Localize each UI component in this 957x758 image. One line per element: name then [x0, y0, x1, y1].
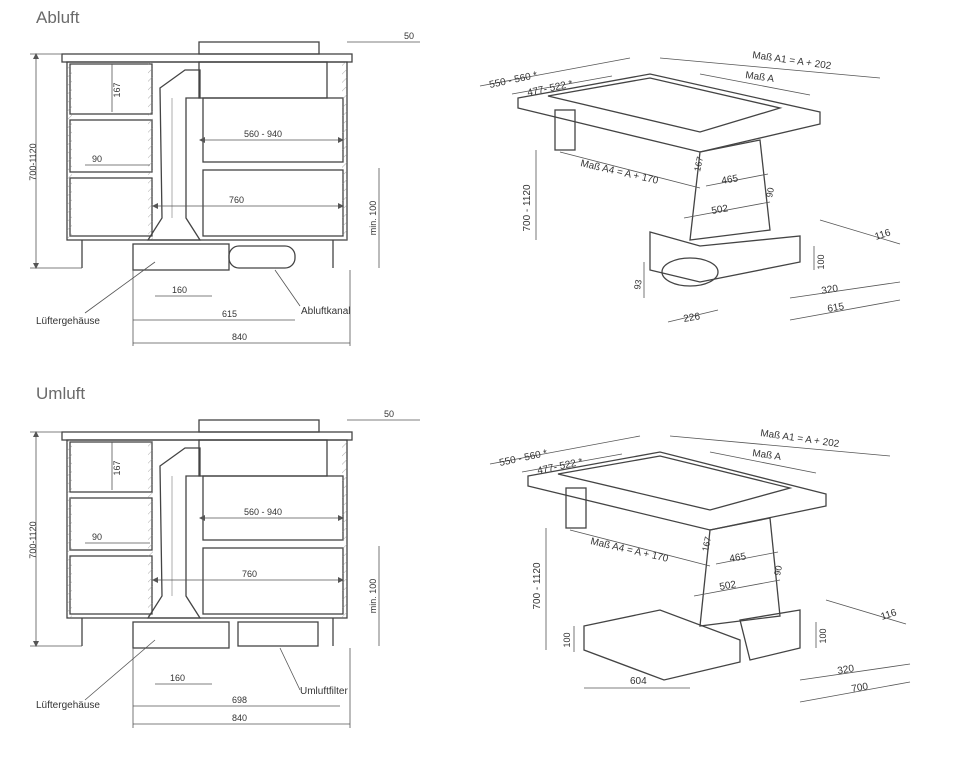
iso-hob: [557, 455, 793, 511]
abluft-side-view: [30, 41, 420, 346]
fan-housing: [132, 621, 230, 649]
worktop: [61, 431, 353, 441]
iso-dim-320: 320: [837, 663, 856, 677]
exhaust-channel: [228, 245, 296, 269]
iso-dim-A1: Maß A1 = A + 202: [760, 428, 841, 450]
fan-housing-label: Lüftergehäuse: [36, 700, 100, 711]
iso-dim-167: 167: [692, 156, 705, 173]
fan-housing: [132, 243, 230, 271]
dim-height-label: 700-1120: [28, 521, 38, 558]
cabinet-outline: [66, 439, 348, 619]
iso-dim-465: 465: [729, 551, 748, 565]
hob: [198, 41, 320, 55]
iso-dim-90: 90: [772, 565, 784, 577]
iso-column: [689, 139, 771, 241]
dim-height-label: 700-1120: [28, 143, 38, 180]
dim-90-label: 90: [92, 532, 102, 542]
dim-760-label: 760: [242, 569, 257, 579]
iso-dim-320: 320: [821, 283, 840, 297]
dim-760-label: 760: [229, 195, 244, 205]
iso-dim-90: 90: [764, 187, 776, 199]
dim-min100-label: min. 100: [368, 579, 378, 614]
iso-dim-A4: Maß A4 = A + 170: [589, 536, 669, 565]
section-title-abluft: Abluft: [36, 8, 80, 27]
iso-dim-A1: Maß A1 = A + 202: [752, 50, 833, 72]
exhaust-channel-label: Abluftkanal: [301, 306, 350, 317]
iso-fan-housing: [649, 231, 801, 283]
worktop: [61, 53, 353, 63]
iso-dim-100: 100: [816, 254, 826, 269]
dim-min100-label: min. 100: [368, 201, 378, 236]
iso-dim-502: 502: [719, 579, 738, 593]
duct-column: [146, 447, 202, 619]
dim-560-940-label: 560 - 940: [244, 507, 282, 517]
iso-dim-502: 502: [711, 203, 730, 217]
dim-167-label: 167: [112, 460, 122, 475]
iso-dim-167: 167: [700, 536, 713, 553]
iso-dim-116: 116: [874, 227, 893, 243]
recirculation-filter: [237, 621, 319, 647]
umluft-side-view: [30, 419, 420, 728]
iso-worktop: [517, 73, 821, 153]
dim-160-label: 160: [172, 285, 187, 295]
iso-dim-465: 465: [721, 173, 740, 187]
iso-dim-700: 700: [851, 681, 870, 695]
iso-fan-housing: [739, 609, 801, 661]
dim-615-label: 615: [222, 309, 237, 319]
dim-90-label: 90: [92, 154, 102, 164]
fan-housing-label: Lüftergehäuse: [36, 316, 100, 327]
iso-dim-A: Maß A: [745, 70, 775, 85]
dim-698-label: 698: [232, 695, 247, 705]
iso-dim-A: Maß A: [752, 448, 782, 463]
dim-840-label: 840: [232, 332, 247, 342]
abluft-iso-view: [479, 57, 901, 323]
dim-560-940-label: 560 - 940: [244, 129, 282, 139]
dim-840-label: 840: [232, 713, 247, 723]
iso-dim-226: 226: [683, 311, 702, 325]
dim-160-label: 160: [170, 673, 185, 683]
iso-dim-height: 700 - 1120: [532, 562, 543, 610]
iso-column: [699, 517, 781, 627]
cabinet-outline: [66, 61, 348, 241]
hob: [198, 419, 320, 433]
iso-dim-height: 700 - 1120: [522, 184, 533, 232]
iso-hob: [547, 77, 783, 133]
iso-dim-116: 116: [880, 607, 899, 623]
iso-dim-100-filter: 100: [562, 632, 572, 647]
iso-dim-615: 615: [827, 301, 846, 315]
duct-column: [146, 69, 202, 241]
umluft-iso-view: [489, 435, 911, 703]
dim-167-label: 167: [112, 82, 122, 97]
iso-dim-100-housing: 100: [818, 628, 828, 643]
dim-50-label: 50: [384, 409, 394, 419]
section-title-umluft: Umluft: [36, 384, 86, 403]
iso-filter-box: [583, 609, 741, 681]
iso-worktop: [527, 451, 827, 531]
recirculation-filter-label: Umluftfilter: [300, 686, 348, 697]
iso-dim-604: 604: [630, 676, 647, 687]
dim-50-label: 50: [404, 31, 414, 41]
iso-dim-A4: Maß A4 = A + 170: [579, 158, 659, 187]
iso-dim-93: 93: [632, 279, 644, 291]
